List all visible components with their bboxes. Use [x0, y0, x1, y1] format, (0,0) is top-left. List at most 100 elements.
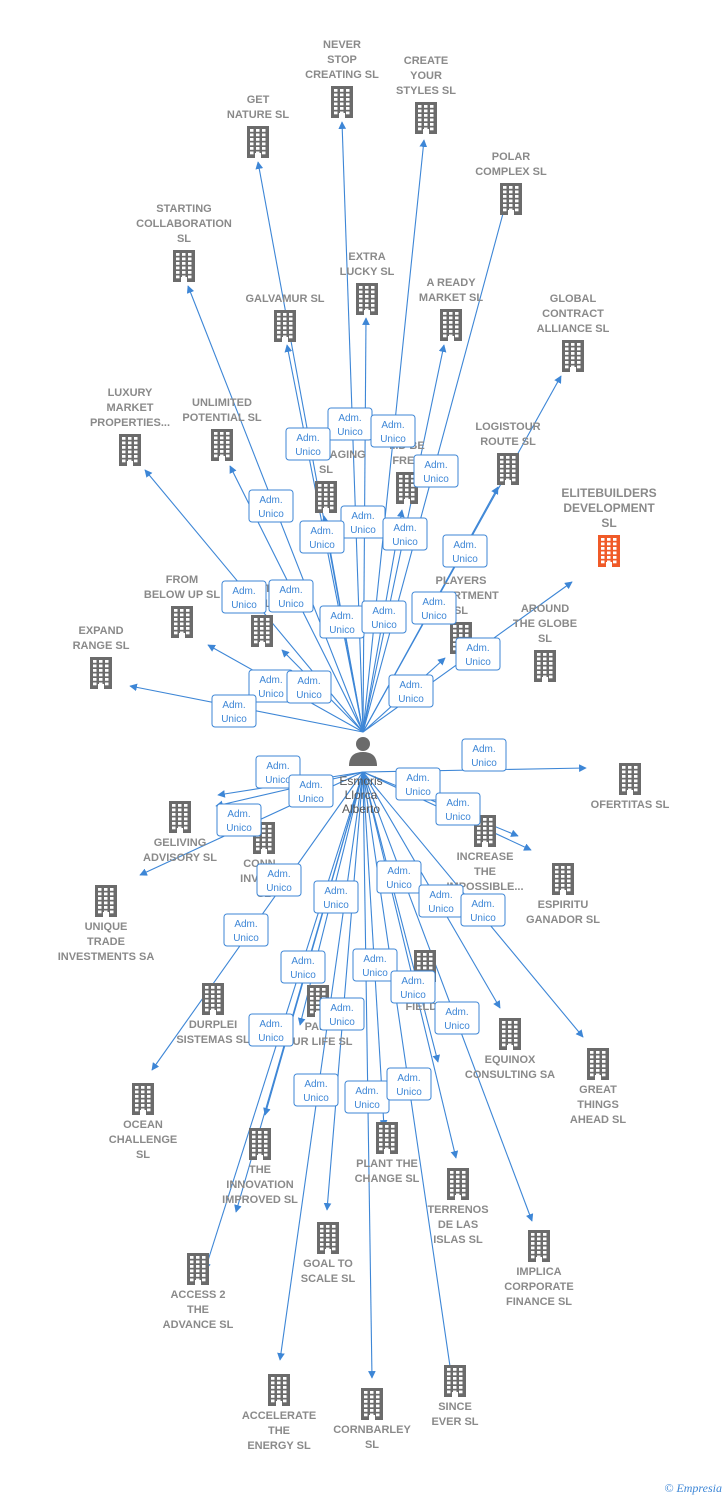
company-3-label-line: POLAR [492, 151, 531, 163]
company-24-label-line: ESPIRITU [538, 899, 589, 911]
company-6-node[interactable]: GALVAMUR SL [245, 293, 325, 342]
role-badge-27[interactable]: Adm. Unico [256, 863, 302, 897]
role-badge-1[interactable]: Adm.Unico [370, 414, 416, 448]
role-badge-26[interactable]: Adm.Unico [223, 913, 269, 947]
role-badge-4[interactable]: Adm.Unico [248, 489, 294, 523]
role-badge-32[interactable]: Adm.Unico [280, 950, 326, 984]
company-39-label-line: SL [365, 1439, 379, 1451]
role-badge-12[interactable]: Adm.Unico [361, 600, 407, 634]
company-39-node[interactable]: CORNBARLEY SL [333, 1388, 411, 1451]
role-text: Adm. [267, 869, 290, 880]
company-23-node[interactable]: INCREASETHEIMPOSSIBLE... [446, 815, 524, 893]
company-13-label-line: ROUTE SL [480, 436, 536, 448]
role-badge-33[interactable]: Adm.Unico [352, 948, 398, 982]
company-11-label-line: SL [319, 464, 333, 476]
role-text: Adm. [259, 1019, 282, 1030]
role-badge-7[interactable]: Adm.Unico [382, 517, 428, 551]
role-badge-38[interactable]: Adm.Unico [313, 880, 359, 914]
role-badge-40[interactable]: Adm.Unico [386, 1067, 432, 1101]
copyright-symbol: © [664, 1481, 674, 1495]
role-badge-37[interactable]: Adm.Unico [319, 997, 365, 1031]
role-badge-8[interactable]: Adm.Unico [442, 534, 488, 568]
role-badge-35[interactable]: Adm.Unico [293, 1073, 339, 1107]
person-name-line: Llorca [345, 788, 378, 802]
role-text: Unico [354, 1100, 380, 1111]
role-badge-11[interactable]: Adm.Unico [319, 605, 365, 639]
company-39-label-line: CORNBARLEY [333, 1424, 411, 1436]
role-badge-31[interactable]: Adm.Unico [248, 1013, 294, 1047]
role-badge-30[interactable]: Adm.Unico [460, 893, 506, 927]
role-badge-28[interactable]: Adm.Unico [376, 860, 422, 894]
role-badge-39[interactable]: Adm.Unico [344, 1080, 390, 1114]
company-1-label-line: YOUR [410, 70, 442, 82]
company-9-node[interactable]: LUXURYMARKETPROPERTIES... [90, 387, 170, 466]
role-badge-2[interactable]: Adm.Unico [285, 427, 331, 461]
role-badge-6[interactable]: Adm.Unico [299, 520, 345, 554]
role-badge-3[interactable]: Adm.Unico [413, 454, 459, 488]
role-badge-18[interactable]: Adm.Unico [388, 674, 434, 708]
role-badge-36[interactable]: Adm.Unico [434, 1001, 480, 1035]
company-17-label-line: PLAYERS [436, 575, 487, 587]
role-badge-17[interactable]: Adm.Unico [455, 637, 501, 671]
company-0-label-line: CREATING SL [305, 69, 379, 81]
role-badge-25[interactable]: Adm.Unico [216, 803, 262, 837]
role-badge-10[interactable]: Adm.Unico [268, 579, 314, 613]
role-badge-0[interactable]: Adm.Unico [327, 407, 373, 441]
role-badge-9[interactable]: Adm.Unico [221, 580, 267, 614]
role-badge-29[interactable]: Adm.Unico [418, 884, 464, 918]
role-badge-22[interactable]: Adm.Unico [288, 774, 334, 808]
brand-name: Empresia [676, 1481, 722, 1495]
role-badge-16[interactable]: Adm.Unico [286, 670, 332, 704]
building-icon [202, 983, 224, 1015]
role-badge-19[interactable]: Adm.Unico [211, 694, 257, 728]
building-icon [274, 310, 296, 342]
role-text: Unico [258, 689, 284, 700]
role-text: Unico [452, 554, 478, 565]
role-badge-34[interactable]: Adm.Unico [390, 970, 436, 1004]
role-badge-13[interactable]: Adm.Unico [411, 591, 457, 625]
role-badge-20[interactable]: Adm.Unico [461, 738, 507, 772]
role-text: Adm. [299, 780, 322, 791]
company-20-node[interactable]: OFERTITAS SL [591, 763, 670, 811]
company-0-label-line: NEVER [323, 39, 361, 51]
role-text: Unico [290, 970, 316, 981]
building-icon [499, 1018, 521, 1050]
role-badge-23[interactable]: Adm.Unico [395, 767, 441, 801]
company-14-label-line: ELITEBUILDERS [561, 486, 656, 500]
building-icon [497, 453, 519, 485]
role-badge-5[interactable]: Adm.Unico [340, 505, 386, 539]
role-text: Unico [266, 883, 292, 894]
role-badge-24[interactable]: Adm.Unico [435, 792, 481, 826]
role-text: Unico [226, 823, 252, 834]
